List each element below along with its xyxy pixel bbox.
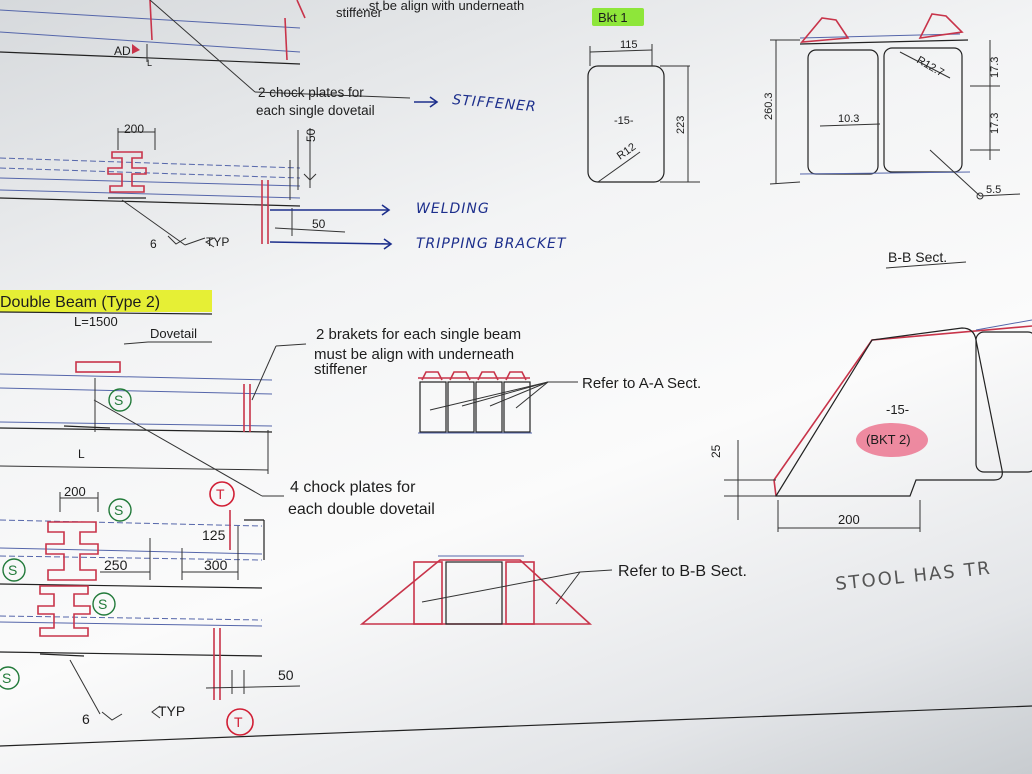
weld-size-6: 6 (150, 237, 157, 251)
chock4-note-line-2: each double dovetail (288, 501, 435, 518)
handwritten-stiffener: STIFFENER (452, 92, 538, 115)
dim-50-vertical: 50 (304, 128, 318, 142)
double-beam-title: Double Beam (Type 2) (0, 294, 160, 311)
bkt2-thickness: -15- (886, 402, 909, 417)
dim-125: 125 (202, 527, 226, 543)
circle-s-marker: S (92, 592, 116, 616)
bb-section-drawing (769, 13, 1021, 200)
bkt1-highlight (592, 8, 644, 26)
bracket-note-line-3: stiffener (314, 361, 367, 378)
typ-label-plan: TYP (158, 703, 185, 719)
arrow-right-icon (429, 96, 439, 108)
arrow-right-icon (383, 238, 393, 250)
circle-t-marker: T (209, 481, 235, 507)
top-note-line-1: ...st be align with underneath (358, 0, 524, 13)
dim-300: 300 (204, 557, 228, 573)
svg-text:S: S (114, 392, 123, 408)
top-note-line-2: stiffener (336, 5, 383, 20)
section-arrow-icon (132, 44, 140, 54)
bracket-note-line-1: 2 brakets for each single beam (316, 326, 521, 343)
circle-s-marker: S (2, 558, 26, 582)
dim-200-bkt2: 200 (838, 512, 860, 527)
svg-text:S: S (2, 670, 11, 686)
arrow-right-icon (381, 204, 391, 216)
weld-size-6-plan: 6 (82, 711, 90, 727)
refer-aa-section: Refer to A-A Sect. (582, 375, 701, 392)
typ-label: TYP (206, 235, 229, 249)
dim-200-top: 200 (124, 122, 144, 136)
stool-section-mini (359, 555, 613, 625)
circle-s-marker: S (108, 388, 132, 412)
beam-detail-section (0, 128, 346, 246)
chock-note-line-1: 2 chock plates for (258, 85, 364, 100)
single-beam-elevation (0, 0, 411, 99)
double-beam-plan (0, 492, 301, 715)
refer-bb-section: Refer to B-B Sect. (618, 563, 747, 580)
weld-symbol-icon (101, 711, 123, 721)
dovetail-profile-icon (107, 151, 147, 193)
bkt2-marker-highlight (856, 423, 928, 457)
circle-s-marker: S (0, 666, 20, 690)
bracket-note-line-2: must be align with underneath (314, 346, 514, 363)
svg-text:S: S (8, 562, 17, 578)
handwritten-stool-note: STOOL HAS TR (834, 558, 992, 595)
dim-17-3-bottom: 17.3 (989, 113, 1001, 134)
svg-text:T: T (234, 714, 243, 730)
l-dimension-label: L (78, 447, 85, 461)
section-a-label: AD (114, 44, 131, 58)
dim-17-3-top: 17.3 (989, 57, 1001, 78)
handwritten-welding: WELDING (416, 201, 490, 217)
bkt1-thickness: -15- (614, 115, 634, 127)
circle-t-marker: T (226, 708, 254, 736)
svg-text:S: S (98, 596, 107, 612)
handwritten-tripping-bracket: TRIPPING BRACKET (416, 236, 567, 252)
dim-25: 25 (709, 444, 723, 458)
dim-260-3: 260.3 (763, 92, 775, 120)
dim-r12-7: R12.7 (915, 54, 946, 79)
weld-symbol-icon (167, 235, 187, 245)
dim-10-3: 10.3 (838, 113, 859, 125)
dim-r12: R12 (615, 141, 638, 162)
dim-115: 115 (620, 39, 638, 51)
title-highlight (0, 290, 212, 312)
svg-text:S: S (114, 502, 123, 518)
dovetail-label: Dovetail (150, 326, 197, 341)
bkt2-label: (BKT 2) (866, 432, 911, 447)
sheet-border-line (0, 705, 1032, 747)
bkt2-drawing (724, 319, 1032, 532)
dim-50-plan: 50 (278, 667, 294, 683)
double-beam-elevation (0, 343, 307, 497)
section-l-mark: L (147, 58, 152, 68)
chock4-note-line-1: 4 chock plates for (290, 479, 416, 496)
dim-223: 223 (675, 116, 687, 134)
circle-s-marker: S (108, 498, 132, 522)
dim-250: 250 (104, 557, 128, 573)
dim-200-plan: 200 (64, 484, 86, 499)
dim-50-horizontal: 50 (312, 217, 326, 231)
svg-text:T: T (216, 486, 225, 502)
chock-note-line-2: each single dovetail (256, 103, 375, 118)
bb-section-title: B-B Sect. (888, 249, 947, 265)
dim-5-5: 5.5 (986, 184, 1001, 196)
bkt1-label: Bkt 1 (598, 10, 628, 25)
length-label: L=1500 (74, 314, 118, 329)
bkt1-drawing (587, 44, 700, 183)
aa-section-mini (418, 371, 578, 434)
